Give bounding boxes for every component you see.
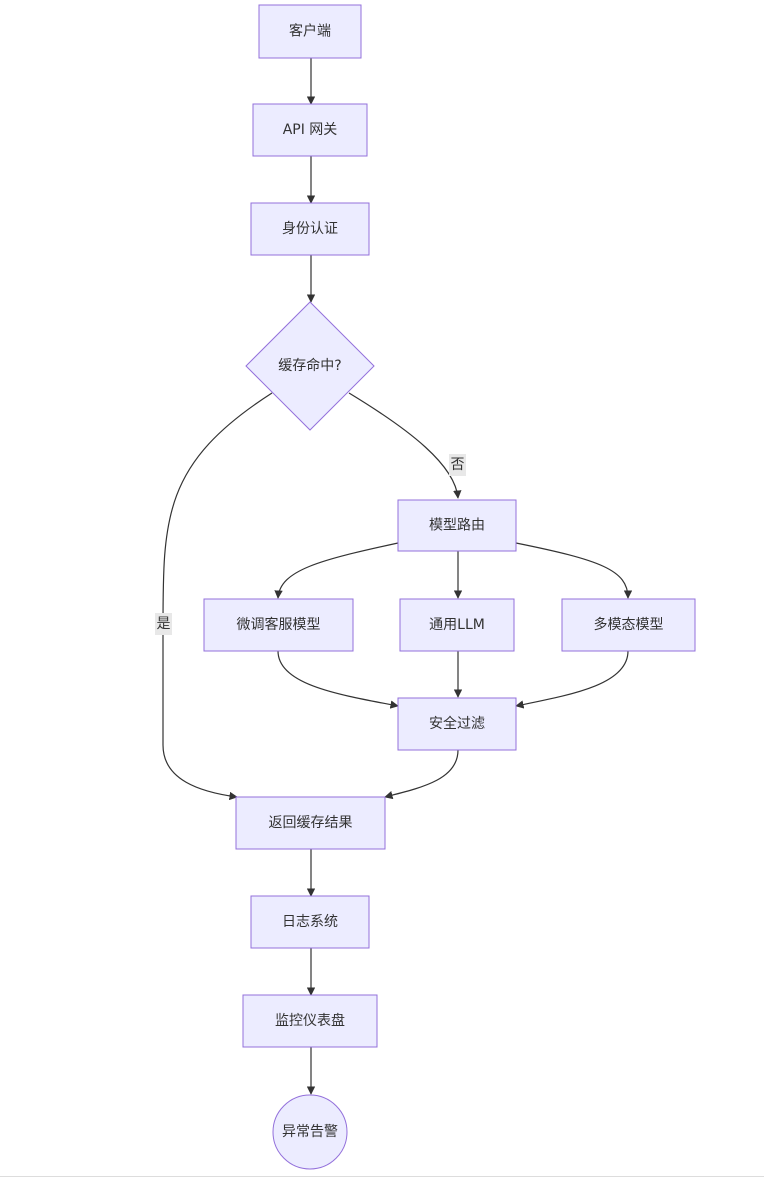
node-general-llm: 通用LLM bbox=[399, 598, 515, 652]
edge-cache-router-no bbox=[348, 392, 462, 499]
node-monitoring-dashboard: 监控仪表盘 bbox=[242, 994, 378, 1048]
node-cache-hit-decision: 缓存命中? bbox=[245, 301, 375, 431]
node-return-cached-result: 返回缓存结果 bbox=[235, 796, 386, 850]
svg-text:缓存命中?: 缓存命中? bbox=[278, 357, 341, 374]
edge-label-no: 否 bbox=[449, 454, 466, 476]
svg-text:客户端: 客户端 bbox=[289, 23, 331, 40]
node-client: 客户端 bbox=[258, 4, 362, 59]
node-api-gateway: API 网关 bbox=[252, 103, 368, 157]
svg-text:身份认证: 身份认证 bbox=[282, 221, 338, 237]
svg-text:日志系统: 日志系统 bbox=[282, 914, 338, 930]
edge-safety-return bbox=[384, 749, 459, 800]
svg-text:异常告警: 异常告警 bbox=[282, 1124, 338, 1140]
bottom-divider bbox=[0, 1176, 764, 1177]
edge-cache-return-yes bbox=[162, 392, 273, 801]
svg-text:模型路由: 模型路由 bbox=[429, 518, 485, 534]
node-model-router: 模型路由 bbox=[397, 499, 517, 552]
node-finetuned-model: 微调客服模型 bbox=[203, 598, 354, 652]
edge-label-yes: 是 bbox=[155, 613, 172, 635]
edge-multimodal-safety bbox=[515, 650, 629, 709]
svg-text:微调客服模型: 微调客服模型 bbox=[237, 616, 321, 633]
edge-finetuned-safety bbox=[277, 650, 399, 709]
edge-router-multimodal bbox=[515, 542, 633, 599]
svg-text:返回缓存结果: 返回缓存结果 bbox=[269, 815, 353, 831]
node-anomaly-alert: 异常告警 bbox=[272, 1094, 348, 1170]
edge-router-finetuned bbox=[274, 542, 399, 599]
svg-text:安全过滤: 安全过滤 bbox=[429, 715, 485, 732]
node-multimodal-model: 多模态模型 bbox=[561, 598, 696, 652]
node-authentication: 身份认证 bbox=[250, 202, 370, 256]
svg-text:通用LLM: 通用LLM bbox=[429, 617, 485, 633]
svg-text:多模态模型: 多模态模型 bbox=[594, 616, 664, 633]
svg-text:API 网关: API 网关 bbox=[283, 122, 338, 138]
node-safety-filter: 安全过滤 bbox=[397, 697, 517, 751]
node-logging-system: 日志系统 bbox=[250, 895, 370, 949]
svg-text:否: 否 bbox=[451, 457, 465, 473]
svg-text:监控仪表盘: 监控仪表盘 bbox=[275, 1012, 345, 1029]
svg-text:是: 是 bbox=[157, 616, 171, 632]
